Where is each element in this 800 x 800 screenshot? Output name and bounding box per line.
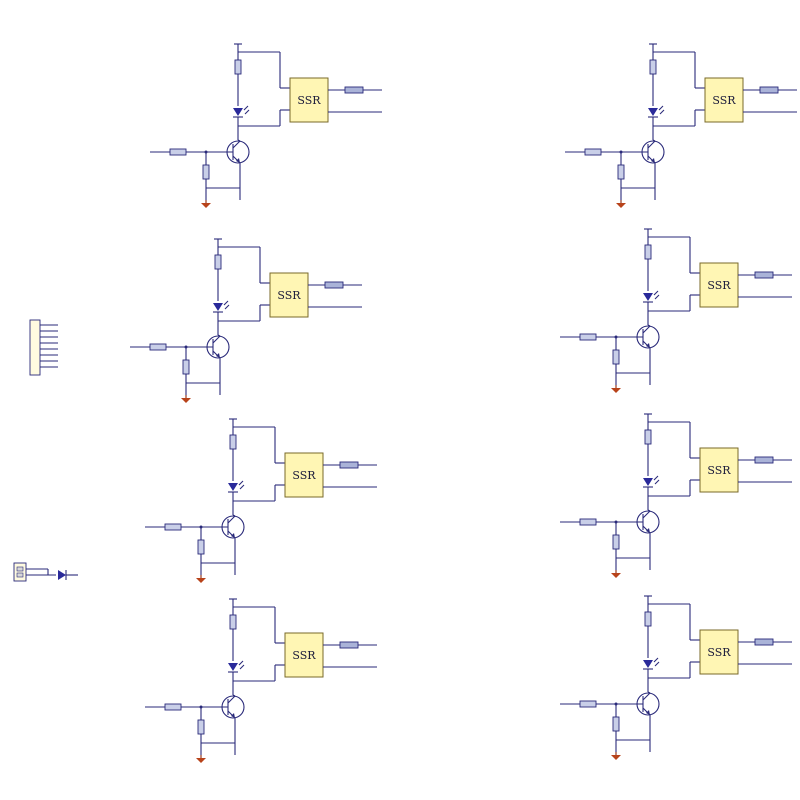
output-fuse (344, 86, 364, 94)
led-icon (643, 478, 653, 486)
ground-icon (616, 203, 626, 208)
ground-icon (611, 755, 621, 760)
base-resistor (579, 333, 597, 341)
output-fuse (754, 638, 774, 646)
led-icon (233, 108, 243, 116)
relay-channel-1: SSR (150, 43, 382, 208)
relay-channel-6: SSR (560, 413, 792, 578)
pulldown-resistor (612, 716, 620, 732)
pulldown-resistor (197, 719, 205, 735)
relay-channel-3: SSR (130, 238, 362, 403)
ssr-box (699, 629, 739, 675)
led-resistor (644, 244, 652, 260)
base-resistor (149, 343, 167, 351)
led-resistor (214, 254, 222, 270)
led-icon (643, 293, 653, 301)
ssr-label: SSR (292, 469, 316, 482)
led-resistor (234, 59, 242, 75)
ground-icon (611, 573, 621, 578)
output-fuse (759, 86, 779, 94)
output-fuse (754, 456, 774, 464)
ssr-label: SSR (707, 464, 731, 477)
power-connector (13, 562, 78, 582)
ssr-label: SSR (707, 646, 731, 659)
base-resistor (164, 523, 182, 531)
led-icon (228, 483, 238, 491)
output-fuse (324, 281, 344, 289)
led-resistor (644, 429, 652, 445)
led-icon (228, 663, 238, 671)
led-resistor (229, 614, 237, 630)
base-resistor (164, 703, 182, 711)
led-icon (643, 660, 653, 668)
ssr-label: SSR (707, 279, 731, 292)
base-resistor (579, 700, 597, 708)
base-resistor (584, 148, 602, 156)
relay-channel-7: SSR (145, 598, 377, 763)
output-fuse (339, 641, 359, 649)
ground-icon (181, 398, 191, 403)
pulldown-resistor (202, 164, 210, 180)
output-fuse (754, 271, 774, 279)
ssr-box (704, 77, 744, 123)
pulldown-resistor (612, 534, 620, 550)
relay-channel-8: SSR (560, 595, 792, 760)
ground-icon (196, 758, 206, 763)
led-icon (213, 303, 223, 311)
led-icon (648, 108, 658, 116)
output-fuse (339, 461, 359, 469)
pulldown-resistor (197, 539, 205, 555)
led-resistor (644, 611, 652, 627)
ssr-label: SSR (292, 649, 316, 662)
ssr-box (289, 77, 329, 123)
led-resistor (229, 434, 237, 450)
ssr-label: SSR (712, 94, 736, 107)
pulldown-resistor (612, 349, 620, 365)
power-diode-icon (58, 570, 66, 580)
led-resistor (649, 59, 657, 75)
input-header-connector (29, 319, 58, 376)
ground-icon (196, 578, 206, 583)
ground-icon (611, 388, 621, 393)
pulldown-resistor (182, 359, 190, 375)
relay-channel-4: SSR (560, 228, 792, 393)
ssr-box (699, 447, 739, 493)
ssr-box (284, 632, 324, 678)
relay-channels: SSR SSR SSR SSR SSR SSR SSR SSR (130, 43, 797, 763)
pulldown-resistor (617, 164, 625, 180)
base-resistor (169, 148, 187, 156)
ssr-box (269, 272, 309, 318)
ssr-box (699, 262, 739, 308)
ground-icon (201, 203, 211, 208)
ssr-box (284, 452, 324, 498)
relay-channel-2: SSR (565, 43, 797, 208)
ssr-label: SSR (297, 94, 321, 107)
relay-channel-5: SSR (145, 418, 377, 583)
base-resistor (579, 518, 597, 526)
ssr-label: SSR (277, 289, 301, 302)
